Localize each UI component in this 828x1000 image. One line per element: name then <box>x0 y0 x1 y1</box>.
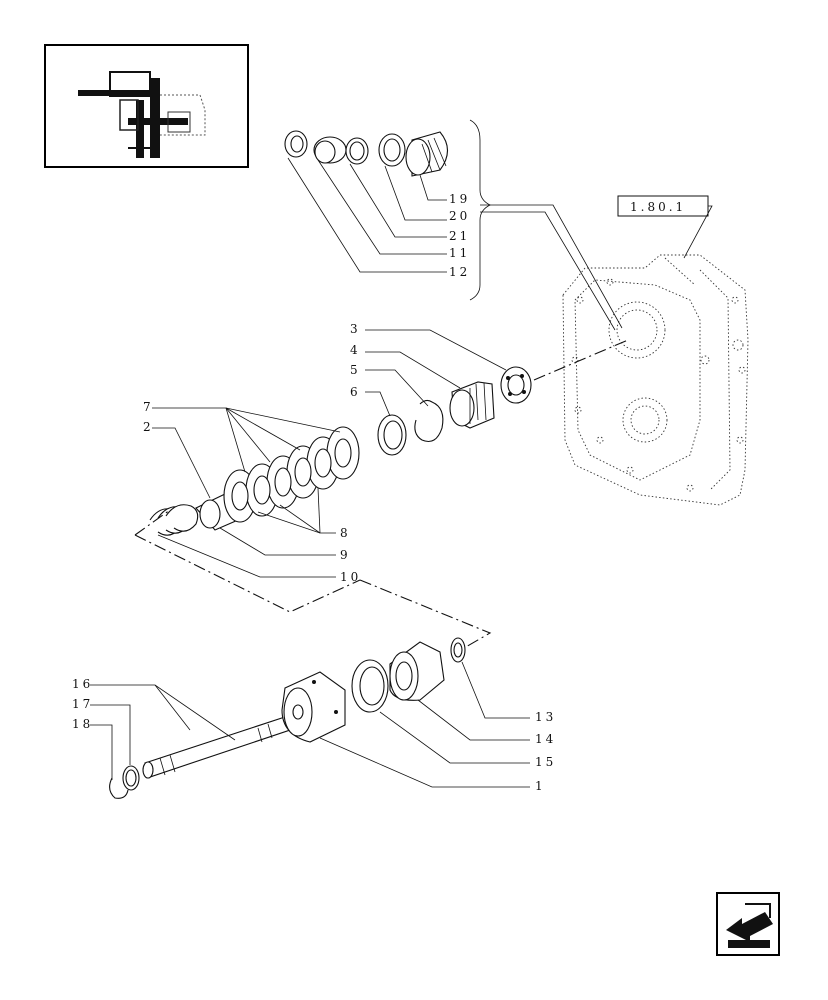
callout-13: 13 <box>535 710 556 724</box>
gearbox-housing <box>562 254 749 506</box>
assembly-location-thumbnail <box>44 44 249 168</box>
callout-8: 8 <box>340 526 351 540</box>
callout-4: 4 <box>350 343 361 357</box>
callout-17: 17 <box>72 697 93 711</box>
callout-12: 12 <box>449 265 470 279</box>
callout-6: 6 <box>350 385 361 399</box>
previous-page-arrow-icon[interactable] <box>716 892 780 956</box>
reference-label: 1.80.1 <box>630 200 686 214</box>
callout-19: 19 <box>449 192 470 206</box>
callout-15: 15 <box>535 755 556 769</box>
bottom-part-group <box>90 637 530 799</box>
callout-21: 21 <box>449 229 470 243</box>
clutch-pack-group <box>134 407 492 656</box>
callout-7: 7 <box>143 400 154 414</box>
callout-1: 1 <box>535 779 546 793</box>
callout-9: 9 <box>340 548 351 562</box>
callout-2: 2 <box>143 420 154 434</box>
reference-box: 1.80.1 <box>617 195 713 259</box>
callout-11: 11 <box>449 246 470 260</box>
middle-part-group <box>365 329 629 456</box>
callout-3: 3 <box>350 322 361 336</box>
callout-5: 5 <box>350 363 361 377</box>
callout-20: 20 <box>449 209 470 223</box>
callout-14: 14 <box>535 732 556 746</box>
callout-18: 18 <box>72 717 93 731</box>
callout-labels: 19 20 21 11 12 3 4 5 6 7 2 8 9 10 16 17 … <box>72 192 556 793</box>
top-part-group <box>284 119 623 331</box>
callout-16: 16 <box>72 677 93 691</box>
callout-10: 10 <box>340 570 361 584</box>
